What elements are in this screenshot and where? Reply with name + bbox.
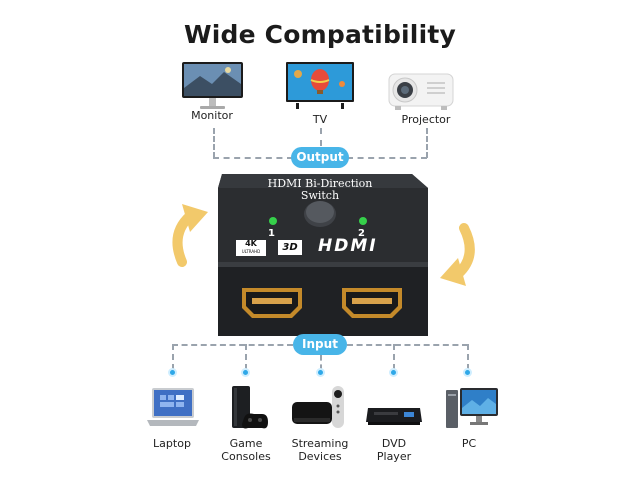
- tv-icon: [286, 62, 354, 109]
- curved-arrow-right-icon: [440, 223, 475, 286]
- input-line-dvd: [393, 344, 395, 370]
- output-line-left: [213, 157, 293, 159]
- input-line-laptop: [172, 344, 174, 370]
- output-line-right: [347, 157, 427, 159]
- input-label-game-consoles: Game Consoles: [221, 437, 271, 463]
- switch-title-line2: Switch: [300, 189, 340, 202]
- input-dot-pc: [463, 368, 472, 377]
- input-label-pc: PC: [461, 437, 477, 450]
- game-console-icon: [232, 386, 268, 429]
- port-1-label: 1: [268, 228, 275, 239]
- dvd-player-icon: [366, 408, 422, 425]
- badge-3d: 3D: [278, 240, 302, 255]
- curved-arrow-left-icon: [172, 204, 208, 267]
- switch-title-line1: HDMI Bi-Direction: [267, 177, 373, 190]
- hdmi-switch: [218, 174, 428, 336]
- input-label-dvd: DVD Player: [376, 437, 412, 463]
- monitor-icon: [182, 62, 243, 109]
- input-line-streaming: [320, 355, 322, 370]
- input-dot-dvd: [389, 368, 398, 377]
- output-label-projector: Projector: [401, 113, 451, 126]
- output-line-monitor: [213, 128, 215, 158]
- input-dot-console: [241, 368, 250, 377]
- badge-4k: 4K ULTRAHD: [236, 240, 266, 256]
- output-line-projector: [426, 128, 428, 158]
- output-label-monitor: Monitor: [191, 109, 233, 122]
- input-line-right: [347, 344, 468, 346]
- input-line-pc: [467, 344, 469, 370]
- input-dot-streaming: [316, 368, 325, 377]
- input-label-laptop: Laptop: [153, 437, 191, 450]
- streaming-box-icon: [292, 386, 344, 428]
- input-label-streaming: Streaming Devices: [291, 437, 349, 463]
- hdmi-brand-logo: HDMI: [318, 236, 378, 256]
- projector-icon: [388, 73, 454, 110]
- input-pill: Input: [293, 334, 347, 355]
- pc-icon: [446, 388, 498, 428]
- output-line-tv: [320, 128, 322, 146]
- input-line-console: [245, 344, 247, 370]
- output-pill: Output: [291, 147, 349, 168]
- page-title: Wide Compatibility: [183, 20, 456, 49]
- input-dot-laptop: [168, 368, 177, 377]
- output-label-tv: TV: [312, 113, 328, 126]
- input-line-left: [172, 344, 293, 346]
- laptop-icon: [147, 388, 199, 426]
- port-2-label: 2: [358, 228, 365, 239]
